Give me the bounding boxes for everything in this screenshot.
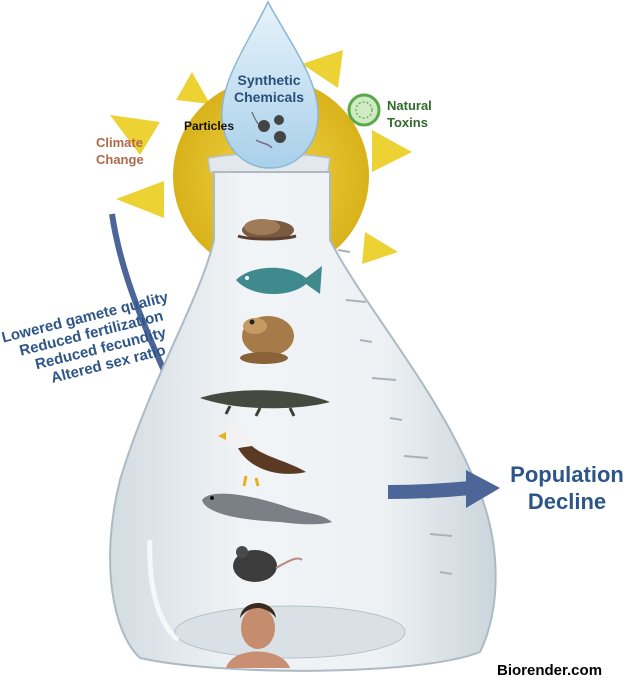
flask-icon xyxy=(109,152,497,672)
frog-icon xyxy=(240,316,294,364)
credit-label: Biorender.com xyxy=(497,662,603,679)
decline-arrow xyxy=(387,470,500,508)
climate-change-label: Climate Change xyxy=(96,135,144,167)
snail-icon xyxy=(237,219,297,241)
water-drop-icon xyxy=(221,0,319,169)
algae-cell-icon xyxy=(347,93,381,127)
mouse-icon xyxy=(233,546,303,582)
human-icon xyxy=(226,603,290,668)
particles-label: Particles xyxy=(184,119,235,133)
alligator-icon xyxy=(200,390,330,417)
population-decline-label: Population Decline xyxy=(510,462,624,514)
natural-toxins-label: Natural Toxins xyxy=(387,98,432,130)
fish-icon xyxy=(236,266,322,295)
measurement-marks xyxy=(337,249,453,575)
seal-icon xyxy=(202,493,332,525)
synthetic-chemicals-label: Synthetic Chemicals xyxy=(233,72,305,105)
eagle-icon xyxy=(218,424,306,487)
